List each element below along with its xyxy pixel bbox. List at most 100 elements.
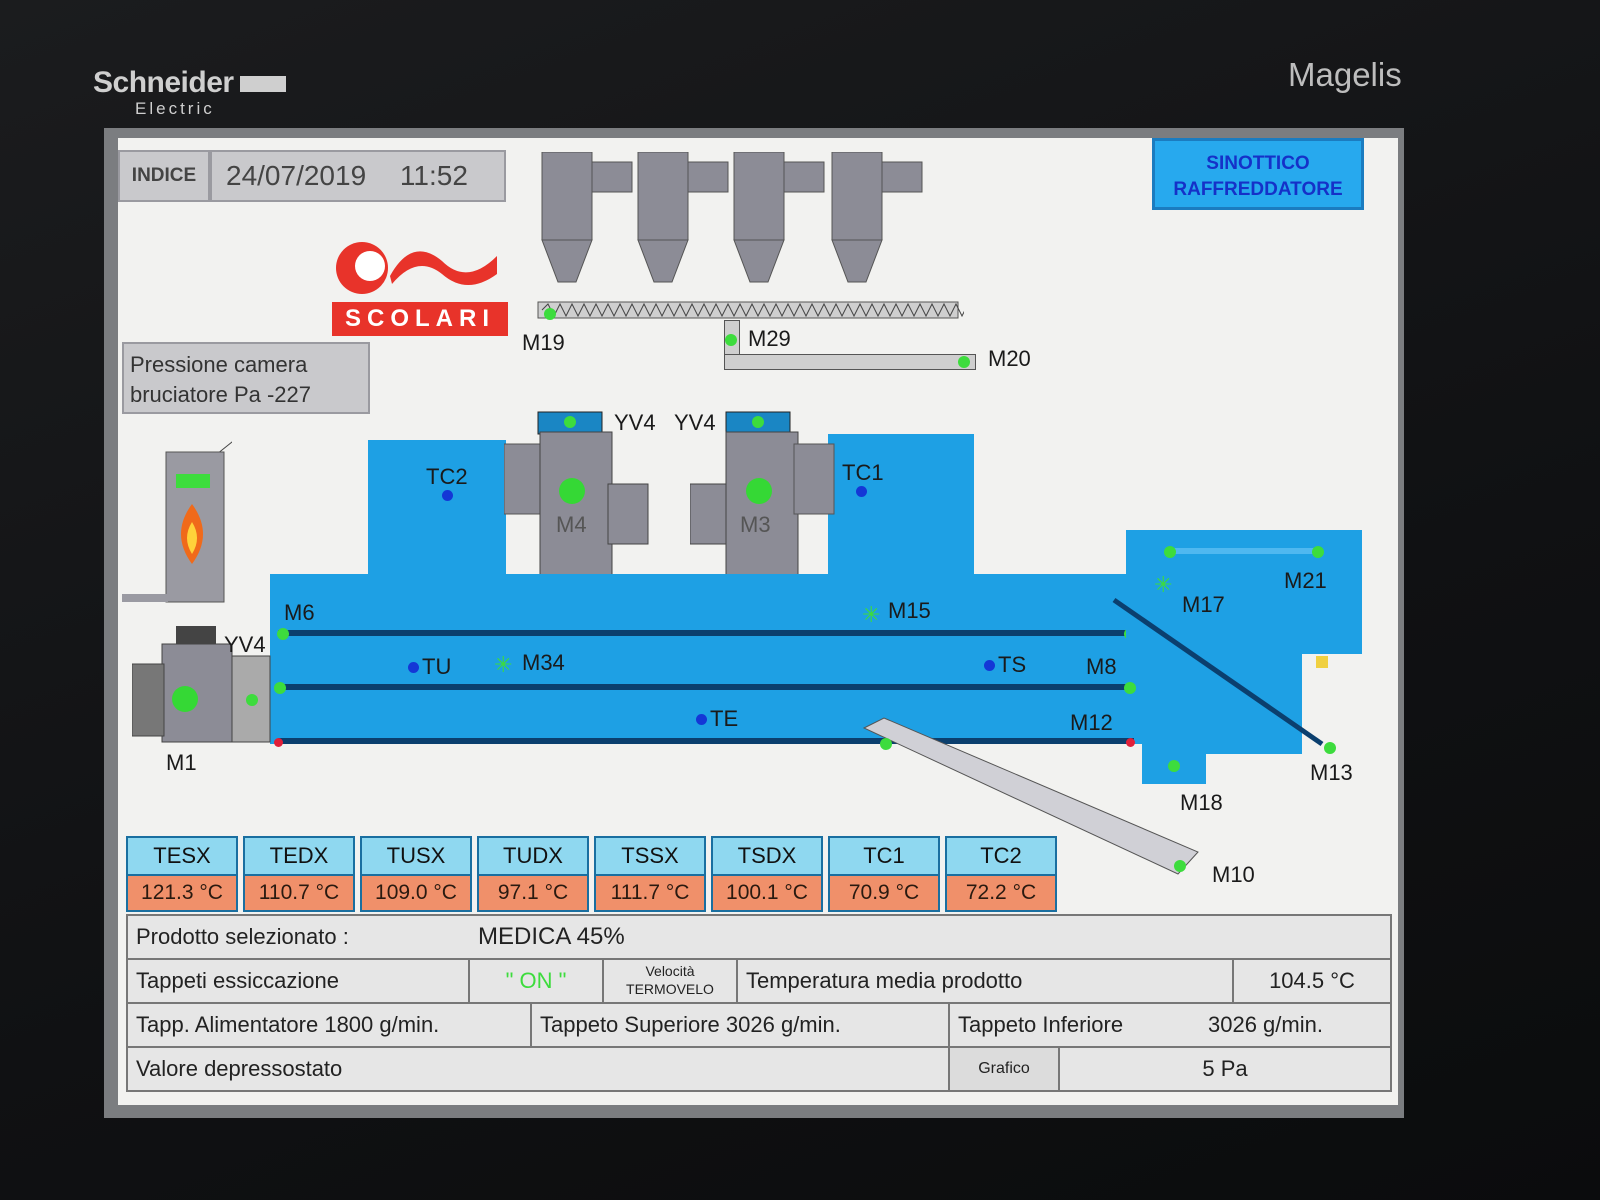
cyclones-graphic bbox=[537, 152, 964, 319]
schneider-logo-sub: Electric bbox=[135, 99, 215, 118]
pressure-label-line2: bruciatore Pa bbox=[130, 382, 261, 407]
m29-label: M29 bbox=[748, 326, 791, 351]
belts-row: Tapp. Alimentatore 1800 g/min. Tappeto S… bbox=[126, 1002, 1392, 1048]
depress-row: Valore depressostato Grafico 5 Pa bbox=[126, 1046, 1392, 1092]
temp-header: TC2 bbox=[945, 836, 1057, 876]
temp-header: TSSX bbox=[594, 836, 706, 876]
dryer-row: Tappeti essiccazione " ON " Velocità TER… bbox=[126, 958, 1392, 1004]
m18-status bbox=[1168, 760, 1180, 772]
temp-header: TSDX bbox=[711, 836, 823, 876]
m18-label: M18 bbox=[1180, 790, 1223, 815]
tu-sensor bbox=[408, 662, 419, 673]
product-value: MEDICA 45% bbox=[478, 923, 625, 950]
pressure-value: -227 bbox=[266, 382, 312, 407]
m17-status: ✳ bbox=[1154, 572, 1173, 597]
pressure-label-line1: Pressione camera bbox=[130, 352, 308, 377]
m10-conveyor bbox=[862, 717, 1199, 875]
yv4-label-a: YV4 bbox=[614, 410, 656, 435]
ts-sensor bbox=[984, 660, 995, 671]
te-label: TE bbox=[710, 706, 739, 731]
ts-label: TS bbox=[998, 652, 1027, 677]
product-label: Prodotto selezionato : bbox=[136, 924, 349, 949]
m6-lower-status bbox=[274, 738, 283, 747]
temp-value: 121.3 °C bbox=[126, 876, 238, 912]
time-text: 11:52 bbox=[399, 160, 468, 191]
m10-status-b bbox=[1174, 860, 1186, 872]
yv4-label-b: YV4 bbox=[674, 410, 716, 435]
temp-header: TUDX bbox=[477, 836, 589, 876]
depress-label: Valore depressostato bbox=[128, 1048, 950, 1090]
hmi-screen: INDICE 24/07/2019 11:52 SINOTTICO RAFFRE… bbox=[104, 128, 1404, 1118]
dryer-state: " ON " bbox=[470, 960, 604, 1002]
m3-label: M3 bbox=[740, 512, 771, 537]
synoptic-view: INDICE 24/07/2019 11:52 SINOTTICO RAFFRE… bbox=[118, 138, 1398, 1105]
m15-label: M15 bbox=[888, 598, 931, 623]
m34-label: M34 bbox=[522, 650, 565, 675]
temp-value: 109.0 °C bbox=[360, 876, 472, 912]
page-title-line2: RAFFREDDATORE bbox=[1173, 179, 1343, 200]
chart-button[interactable]: Grafico bbox=[950, 1048, 1060, 1090]
lower-belt-value: 3026 g/min. bbox=[1208, 1012, 1323, 1037]
yv4-m1-status bbox=[246, 694, 258, 706]
tc2-sensor bbox=[442, 490, 453, 501]
m13-status bbox=[1324, 742, 1336, 754]
m6-status bbox=[277, 628, 289, 640]
m21-status-b bbox=[1312, 546, 1324, 558]
m13-conveyor bbox=[1112, 597, 1324, 747]
speed-label-line1: Velocità bbox=[645, 963, 695, 979]
temp-value: 100.1 °C bbox=[711, 876, 823, 912]
yv4-m3-status bbox=[752, 416, 764, 428]
avg-temp-label: Temperatura media prodotto bbox=[738, 960, 1234, 1002]
lower-belt-label: Tappeto Inferiore bbox=[958, 1012, 1124, 1037]
m21-status-a bbox=[1164, 546, 1176, 558]
temp-value: 110.7 °C bbox=[243, 876, 355, 912]
tc1-sensor bbox=[856, 486, 867, 497]
m4-status bbox=[559, 478, 585, 504]
temp-header: TUSX bbox=[360, 836, 472, 876]
temp-header: TEDX bbox=[243, 836, 355, 876]
tu-label: TU bbox=[422, 654, 452, 679]
temp-value: 72.2 °C bbox=[945, 876, 1057, 912]
temp-value: 70.9 °C bbox=[828, 876, 940, 912]
fan-m3-graphic bbox=[690, 411, 835, 580]
burner-pressure-box: Pressione camera bruciatore Pa -227 bbox=[122, 342, 370, 414]
m21-belt bbox=[1168, 548, 1316, 554]
index-button[interactable]: INDICE bbox=[118, 150, 210, 202]
temp-value: 97.1 °C bbox=[477, 876, 589, 912]
m10-status-a bbox=[880, 738, 892, 750]
m20-screw bbox=[724, 354, 976, 370]
m17-label: M17 bbox=[1182, 592, 1225, 617]
belt-lower bbox=[278, 738, 1134, 744]
upper-belt-rate: Tappeto Superiore 3026 g/min. bbox=[532, 1004, 950, 1046]
chamber-tc1 bbox=[828, 434, 974, 576]
device-model: Magelis bbox=[1288, 56, 1402, 93]
temp-header: TESX bbox=[126, 836, 238, 876]
depress-value: 5 Pa bbox=[1202, 1056, 1248, 1081]
tc1-label: TC1 bbox=[842, 460, 884, 485]
cooler-outlet bbox=[1142, 654, 1302, 754]
speed-button[interactable]: Velocità TERMOVELO bbox=[604, 960, 738, 1002]
scolari-logo: SCOLARI bbox=[332, 302, 508, 336]
yv4-label-c: YV4 bbox=[224, 632, 266, 657]
m8-label: M8 bbox=[1086, 654, 1117, 679]
m8-status-b bbox=[1124, 682, 1136, 694]
m21-label: M21 bbox=[1284, 568, 1327, 593]
m6-middle-status bbox=[274, 682, 286, 694]
m1-label: M1 bbox=[166, 750, 197, 775]
chamber-tc2 bbox=[368, 440, 506, 576]
m12-status bbox=[1126, 738, 1135, 747]
m12-label: M12 bbox=[1070, 710, 1113, 735]
m13-label: M13 bbox=[1310, 760, 1353, 785]
m3-status bbox=[746, 478, 772, 504]
page-title-button[interactable]: SINOTTICO RAFFREDDATORE bbox=[1152, 138, 1364, 210]
yv4-m4-status bbox=[564, 416, 576, 428]
dryer-label: Tappeti essiccazione bbox=[128, 960, 470, 1002]
datetime-display: 24/07/2019 11:52 bbox=[210, 150, 506, 202]
burner-graphic bbox=[122, 441, 232, 603]
m34-status: ✳ bbox=[494, 652, 513, 677]
